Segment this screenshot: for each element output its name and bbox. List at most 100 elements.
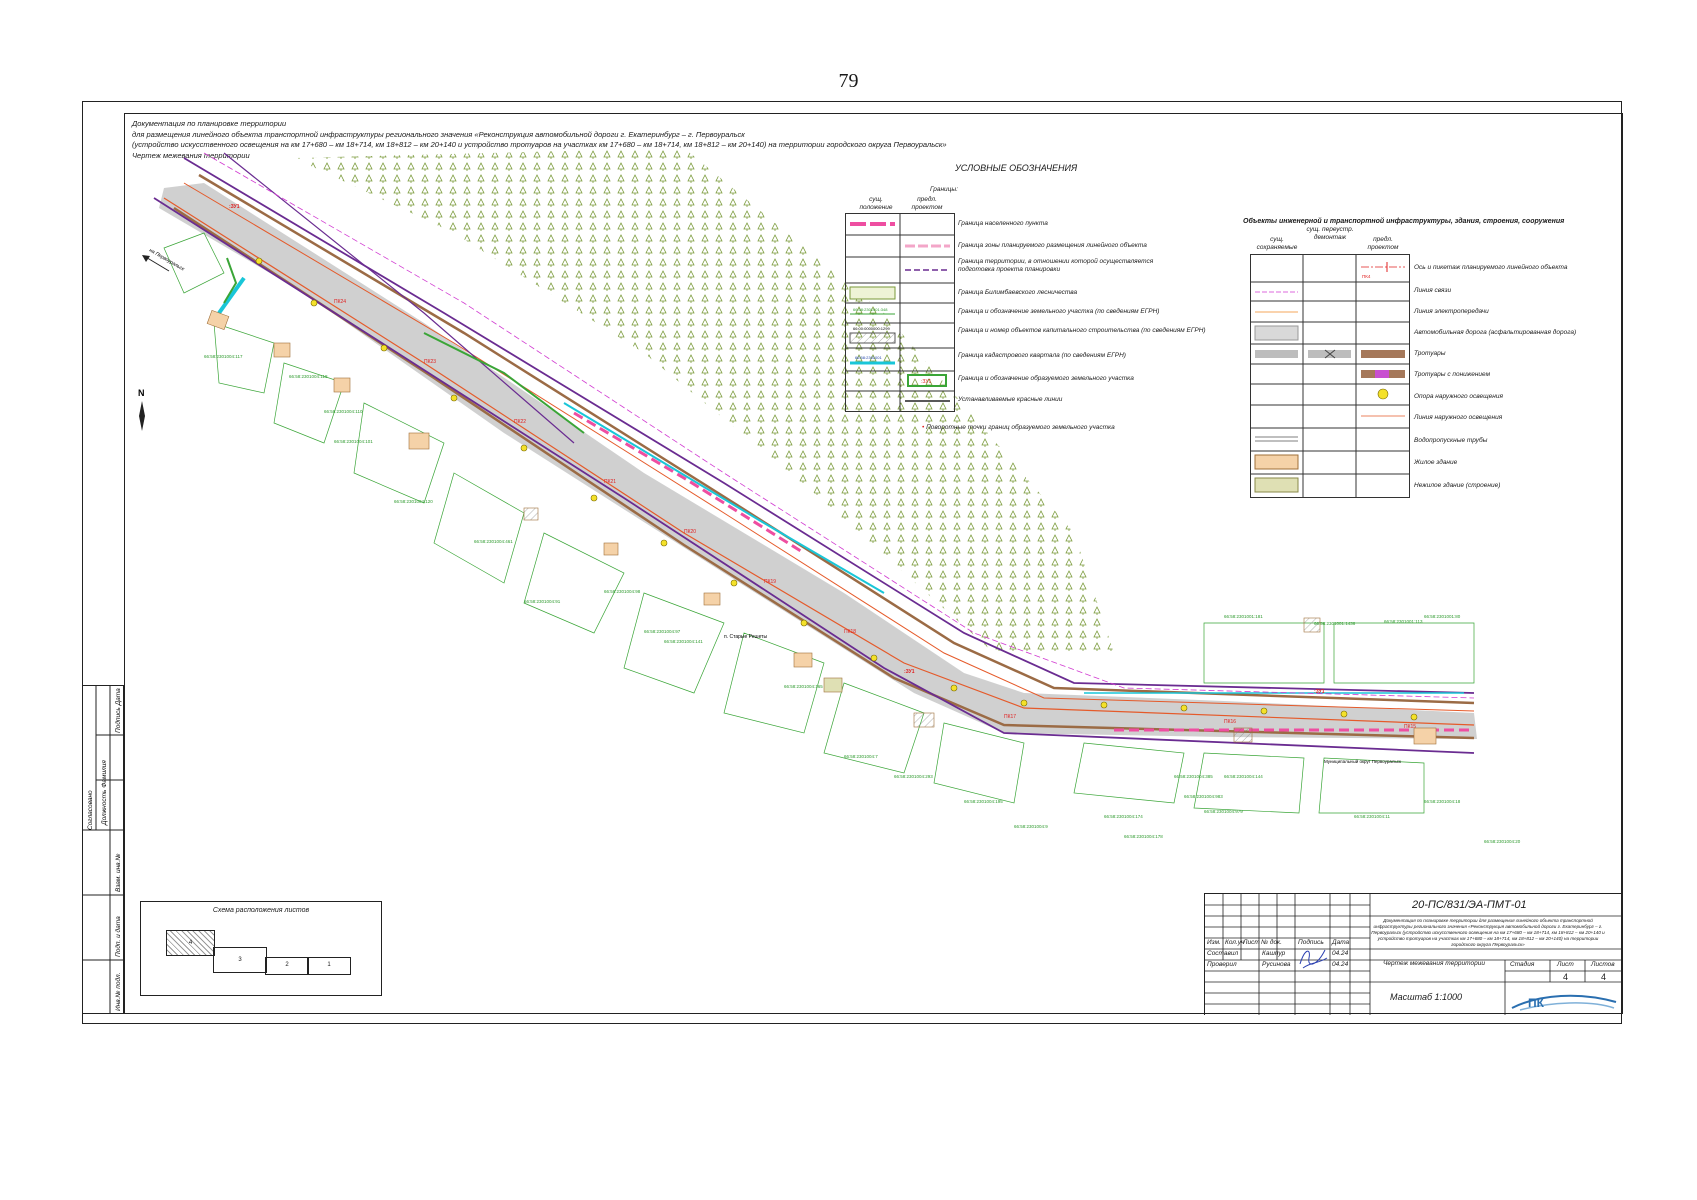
legend-right-residential: Жилое здание (1414, 459, 1458, 466)
parcel-label: 66:58:2301004:91 (524, 599, 561, 604)
parcel-label: 66:58:2301004:120 (394, 499, 433, 504)
parcel-label: 66:58:2301004:141 (664, 639, 703, 644)
stamp-date-1: 04.24 (1332, 950, 1349, 957)
village-label: п. Старые Решеты (724, 634, 767, 640)
parcel-label: 66:58:2301004:144 (1224, 774, 1263, 779)
side-approval-strip: Согласовано Должность Фамилия Подпись Да… (82, 685, 124, 1014)
stamp-role-2: Проверил (1207, 961, 1237, 968)
legend-left-symbols: 66:58:2301001:348 66:00:0000000:1299 66:… (845, 213, 955, 412)
legend-right-col1: сущ. сохраняемые (1256, 236, 1298, 251)
parcel-label: 66:58:2301004:9 (1014, 824, 1048, 829)
stamp-h-list: Лист (1243, 939, 1260, 946)
scheme-sheet-1: 1 (307, 957, 351, 975)
parcel-label: 66:58:2301004:174 (1104, 814, 1143, 819)
parcel-label: 66:58:2301004:110 (324, 409, 363, 414)
picket-label: ПК17 (1004, 714, 1016, 720)
signature-icon (1299, 949, 1328, 969)
parcel-label: 66:58:2301004:165 (784, 684, 823, 689)
side-label-sign: Подп. и дата (114, 916, 122, 957)
forest-boundary-line (423, 332, 585, 434)
buildings (206, 309, 1437, 745)
road-surface (159, 183, 1477, 739)
picket-label: ПК18 (844, 629, 856, 635)
stamp-h-sign: Подпись (1298, 939, 1324, 946)
parcel-label: 66:58:2301004:7 (844, 754, 878, 759)
legend-turning-points: • Поворотные точки границ образуемого зе… (922, 424, 1115, 431)
legend-right-title: Объекты инженерной и транспортной инфрас… (1243, 218, 1565, 225)
direction-arrow-icon (142, 255, 170, 272)
legend-right-axis: Ось и пикетаж планируемого линейного объ… (1414, 264, 1568, 271)
stamp-sheet-label: Лист (1557, 961, 1574, 968)
stamp-scale: Масштаб 1:1000 (1390, 992, 1463, 1002)
picket-label: ПК15 (1404, 724, 1416, 730)
picket-label: ПК23 (424, 359, 436, 365)
side-label-sign-date: Подпись Дата (114, 688, 122, 733)
legend-picket-sample: ПК4 (1362, 274, 1371, 279)
drawing-header: Документация по планировке территории дл… (132, 119, 1032, 161)
stamp-name-1: Кашпур (1262, 950, 1286, 957)
parcel-label: 66:58:2301004:101 (334, 439, 373, 444)
legend-right-power: Линия электропередачи (1414, 308, 1489, 315)
header-line-2: для размещения линейного объекта транспо… (132, 129, 745, 139)
page-number: 79 (838, 70, 859, 92)
legend-col-existing: сущ. положение (859, 196, 893, 211)
legend-zu-sample: :ЗУ1 (921, 379, 932, 385)
stamp-date-2: 04.24 (1332, 961, 1349, 968)
legend-item-zone: Граница зоны планируемого размещения лин… (958, 242, 1147, 249)
parcel-label: 66:58:2301001:80 (1424, 614, 1461, 619)
title-block: Изм. Кол.уч Лист № док. Подпись Дата Сос… (1204, 893, 1623, 1015)
parcel-label: 66:58:2301004:97 (644, 629, 681, 634)
parcel-label: 66:58:2301004:385 (1174, 774, 1213, 779)
parcel-label: 66:58:2301001:181 (1224, 614, 1263, 619)
side-label-replace: Взам. инв.№ (115, 854, 122, 892)
drawing-inner-frame (124, 113, 1623, 1014)
legend-right-comm: Линия связи (1414, 287, 1452, 294)
legend-item-new-parcel: Граница и обозначение образуемого земель… (958, 375, 1134, 382)
legend-quarter-sample: 66:58:2301001 (855, 355, 882, 360)
planning-boundary (153, 197, 1475, 754)
road-edge-line (183, 182, 1475, 712)
map-canvas: N на Первоуральск 66:58:2301004:117 66:5… (138, 148, 1521, 844)
legend-right-symbols: ПК4 (1250, 254, 1410, 498)
picket-label: ПК24 (334, 299, 346, 305)
zu-label: :ЗУ1 (904, 669, 915, 675)
side-label-agreed: Согласовано (87, 790, 94, 830)
stamp-sheets: 4 (1601, 972, 1607, 982)
road-edge-line (163, 197, 1475, 726)
parcel-label: 66:58:2301004:98 (604, 589, 641, 594)
stamp-stage-label: Стадия (1510, 961, 1535, 968)
picket-label: ПК20 (684, 529, 696, 535)
parcel-label: 66:58:2301001:113 (1384, 619, 1423, 624)
scheme-sheet-3: 3 (213, 947, 267, 973)
legend-right-nonresidential: Нежилое здание (строение) (1414, 482, 1501, 489)
picket-label: ПК22 (514, 419, 526, 425)
picket-label: ПК19 (764, 579, 776, 585)
zu-label: :ЗУ1 (1314, 689, 1325, 695)
parcel-label: 66:58:2301004:983 (1184, 794, 1223, 799)
legend-item-oks: Граница и номер объектов капитального ст… (958, 327, 1206, 334)
stamp-sheet: 4 (1563, 972, 1569, 982)
header-line-1: Документация по планировке территории (132, 119, 287, 128)
north-arrow-icon (139, 401, 145, 431)
parcel-label: 66:58:2301004:117 (204, 354, 243, 359)
legend-item-quarter: Граница кадастрового квартала (по сведен… (958, 352, 1126, 359)
parcel-label: 66:58:2301004:18 (1424, 799, 1461, 804)
stamp-title: Чертеж межевания территории (1383, 960, 1485, 967)
legend-title: УСЛОВНЫЕ ОБОЗНАЧЕНИЯ (955, 163, 1078, 173)
legend-col-proposed: предл. проектом (911, 196, 943, 211)
legend-item-red-lines: Устанавливаемые красные линии (958, 396, 1063, 403)
legend-right-pole: Опора наружного освещения (1414, 393, 1503, 400)
legend-item-parcel: Граница и обозначение земельного участка… (958, 308, 1160, 315)
side-label-position: Должность Фамилия (101, 760, 108, 826)
parcel-label: 66:58:2301004:178 (1124, 834, 1163, 839)
header-line-3: (устройство искусственного освещения на … (132, 140, 947, 149)
light-poles (255, 257, 1418, 721)
drawing-code: 20-ПС/831/ЭА-ПМТ-01 (1412, 899, 1527, 911)
planning-boundary (223, 152, 575, 444)
legend-right-col3: предл. проектом (1367, 236, 1399, 251)
scheme-sheet-4: 4 (166, 930, 215, 956)
stamp-h-kol: Кол.уч (1225, 939, 1245, 946)
header-line-4: Чертеж межевания территории (132, 150, 250, 160)
parcel-label: 66:58:2301004:118 (289, 374, 328, 379)
scheme-sheet-2: 2 (265, 957, 309, 975)
